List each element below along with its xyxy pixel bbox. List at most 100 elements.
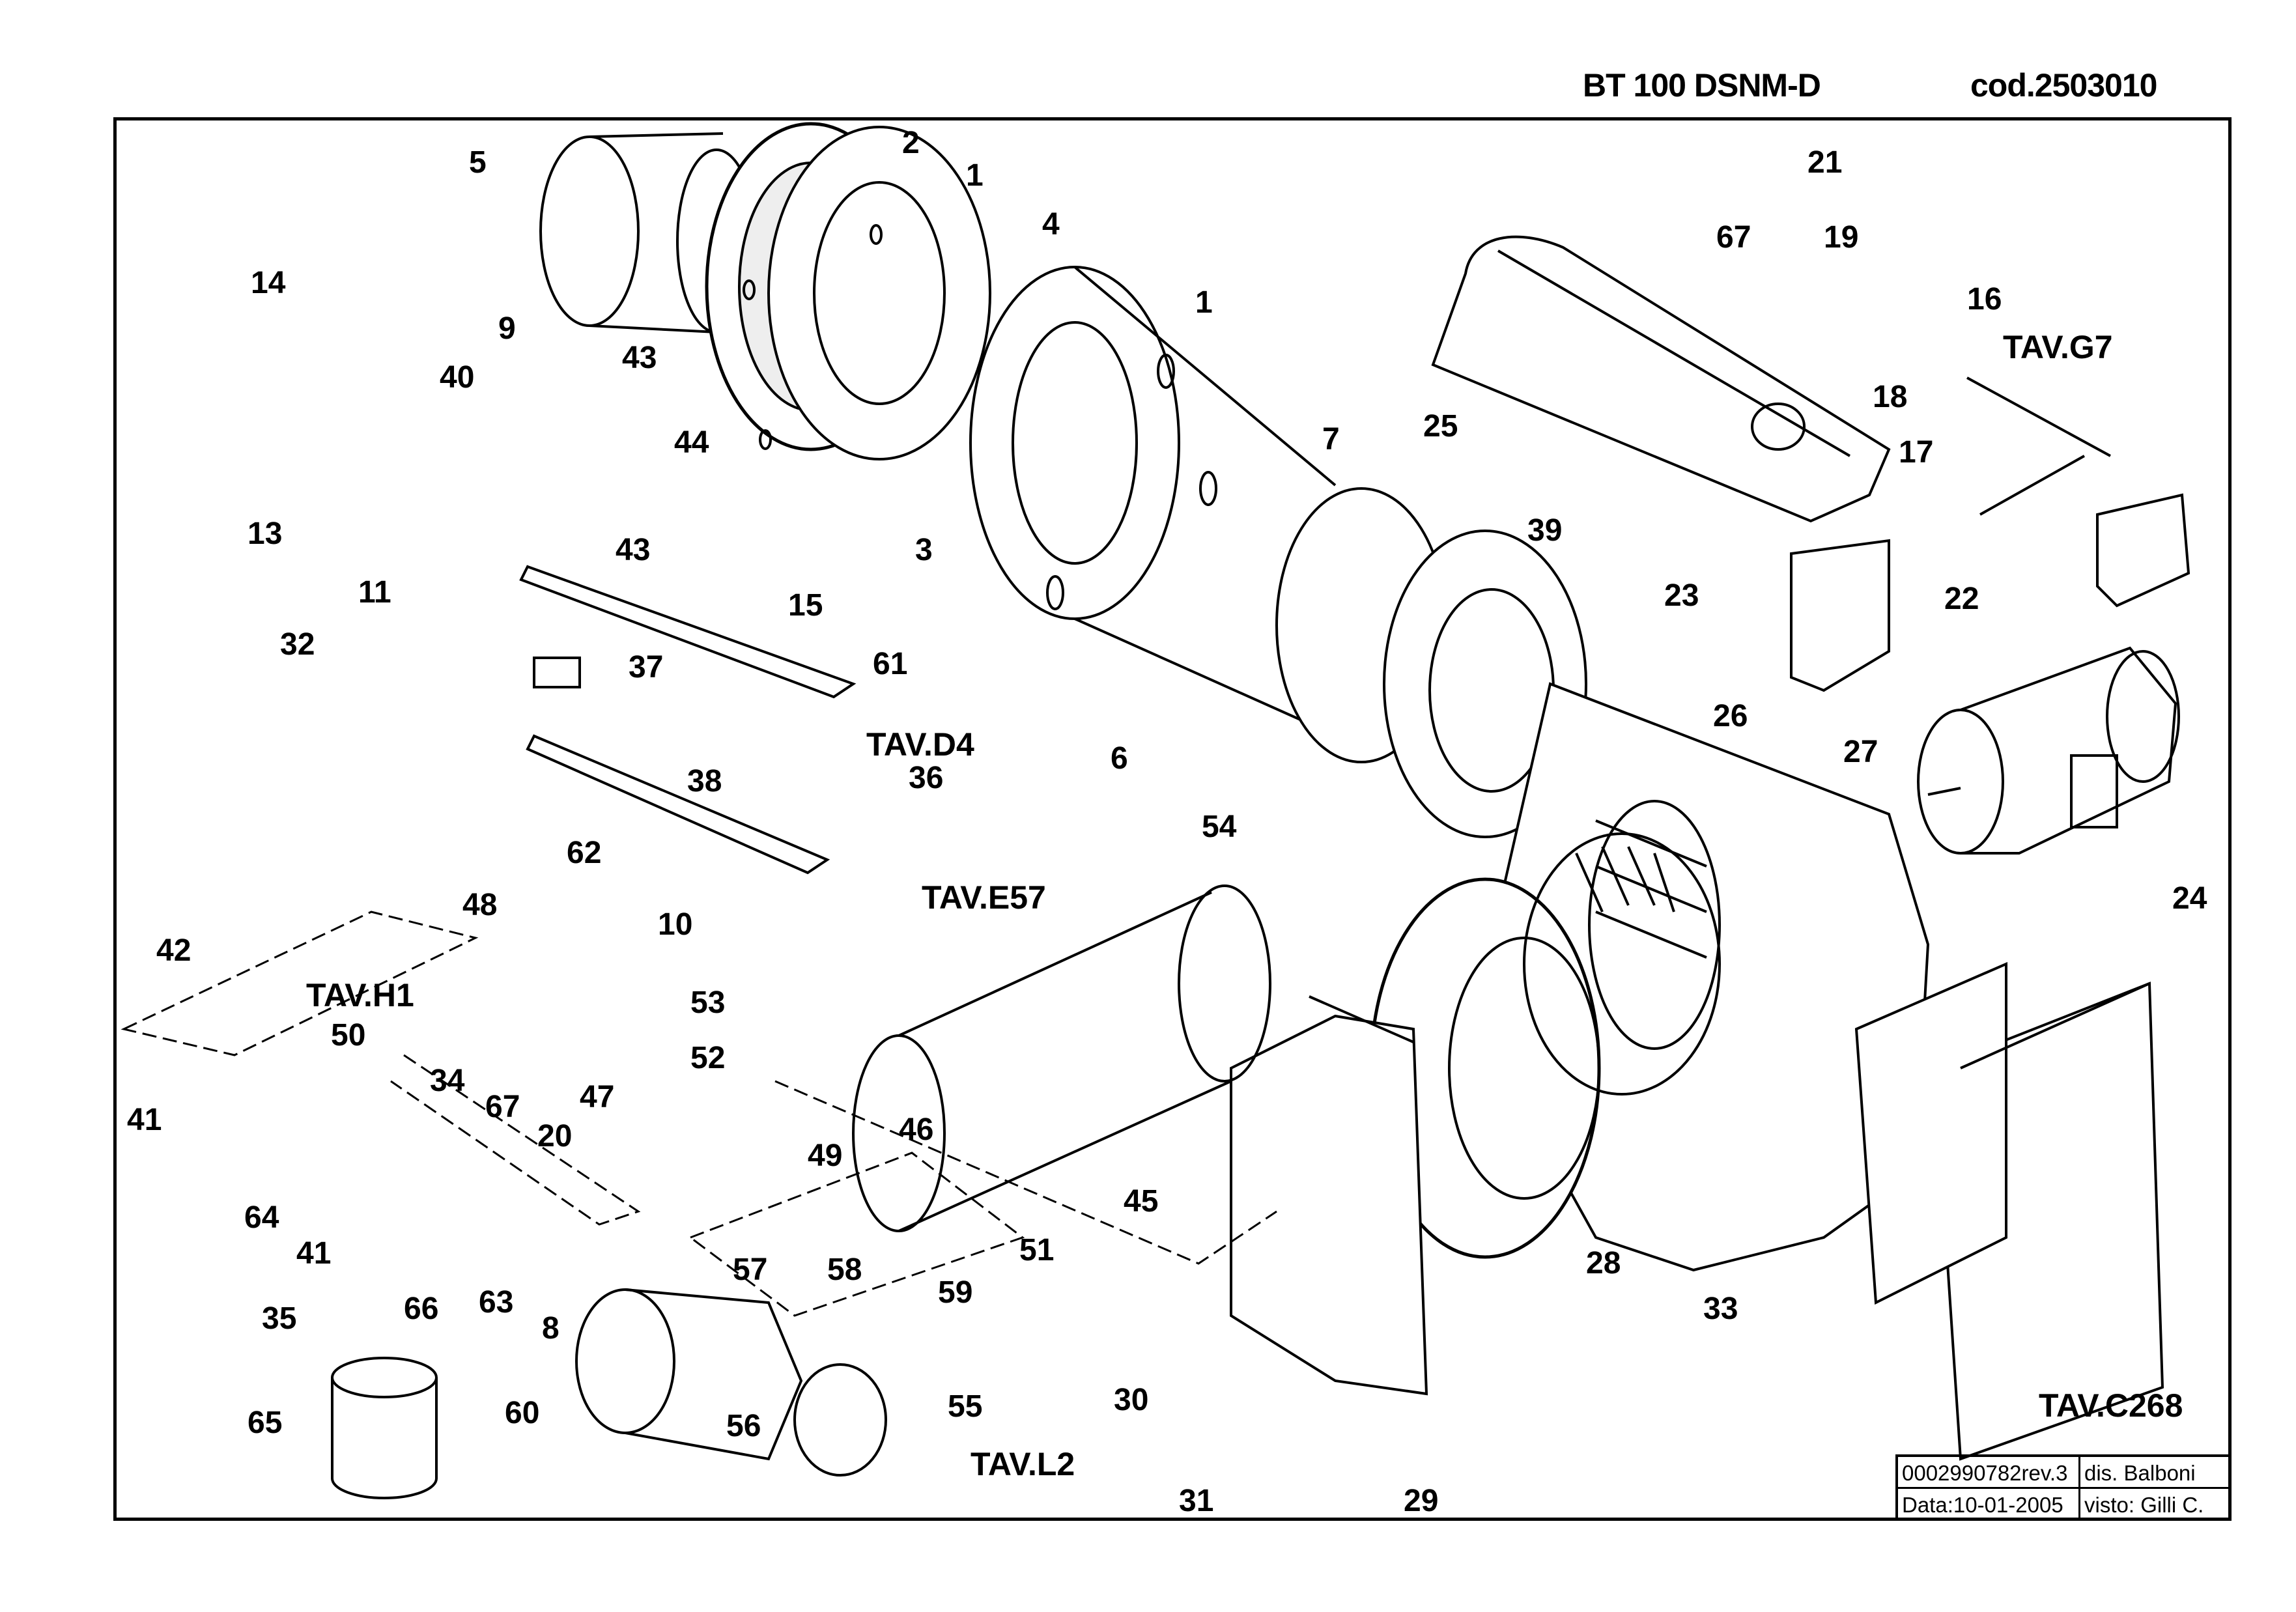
air-inlet-housing	[1230, 995, 1428, 1396]
blast-tube-nozzle	[539, 122, 991, 460]
callout-36: 36	[909, 761, 943, 795]
callout-32: 32	[280, 627, 315, 662]
callout-15: 15	[788, 588, 823, 623]
callout-51: 51	[1019, 1233, 1054, 1267]
burner-housing	[1369, 682, 1930, 1272]
callout-18: 18	[1873, 380, 1907, 414]
callout-20: 20	[537, 1119, 572, 1153]
callout-65: 65	[248, 1406, 282, 1440]
callout-28: 28	[1586, 1246, 1621, 1280]
callout-19: 19	[1824, 220, 1858, 255]
table-ref-h1: TAV.H1	[306, 977, 414, 1013]
callout-41: 41	[296, 1236, 331, 1271]
title-block: 0002990782rev.3 dis. Balboni Data:10-01-…	[1895, 1454, 2232, 1521]
fan-wheel	[1523, 832, 1721, 1096]
callout-63: 63	[479, 1285, 513, 1320]
callout-52: 52	[690, 1041, 725, 1075]
drawing-date: Data:10-01-2005	[1898, 1489, 2080, 1521]
table-ref-c268: TAV.C268	[2039, 1387, 2183, 1424]
table-ref-l2: TAV.L2	[971, 1446, 1075, 1482]
callout-1: 1	[966, 158, 984, 193]
callout-9: 9	[498, 311, 516, 346]
dashed-groupings	[120, 911, 1277, 1317]
callout-5: 5	[469, 145, 487, 180]
callout-33: 33	[1703, 1292, 1738, 1326]
drawing-frame	[113, 117, 2232, 1521]
callout-31: 31	[1179, 1484, 1213, 1518]
callout-49: 49	[808, 1138, 842, 1173]
callout-67: 67	[1716, 220, 1751, 255]
callout-64: 64	[244, 1200, 279, 1235]
electrode-assembly	[519, 565, 857, 875]
callout-1: 1	[1195, 285, 1213, 320]
callout-67: 67	[485, 1090, 520, 1124]
motor	[1917, 646, 2180, 855]
combustion-head-tube	[969, 266, 1337, 731]
air-damper-solenoid	[1966, 376, 2190, 608]
callout-7: 7	[1322, 422, 1340, 457]
callout-2: 2	[902, 126, 920, 160]
callout-57: 57	[733, 1252, 767, 1287]
callout-6: 6	[1111, 741, 1128, 776]
callout-35: 35	[262, 1301, 296, 1336]
table-ref-labels: TAV.G7 TAV.D4 TAV.E57 TAV.H1 TAV.L2 TAV.…	[306, 329, 2183, 1482]
callout-25: 25	[1423, 409, 1458, 444]
callout-48: 48	[462, 888, 497, 922]
callout-41: 41	[127, 1103, 162, 1137]
callout-14: 14	[251, 266, 286, 300]
pump-motor	[575, 1288, 887, 1477]
callout-34: 34	[430, 1064, 465, 1098]
callout-16: 16	[1967, 282, 2002, 317]
callout-66: 66	[404, 1292, 438, 1326]
callout-17: 17	[1899, 435, 1933, 470]
hinge-cover	[1431, 235, 1891, 523]
callout-38: 38	[687, 764, 722, 799]
oil-filter	[331, 1357, 438, 1499]
checked-by: visto: Gilli C.	[2084, 1493, 2204, 1517]
callout-62: 62	[567, 836, 601, 870]
callout-58: 58	[827, 1252, 862, 1287]
callout-43: 43	[622, 341, 657, 375]
servomotor	[1790, 539, 1890, 692]
callout-labels: 1 1 2 3 4 5 6 7 8 9 10 11 13 14 15 16 17…	[127, 126, 2207, 1518]
callout-3: 3	[915, 533, 933, 567]
callout-8: 8	[542, 1311, 560, 1346]
callout-23: 23	[1664, 578, 1699, 613]
callout-47: 47	[580, 1080, 614, 1114]
callout-29: 29	[1404, 1484, 1438, 1518]
callout-10: 10	[658, 907, 692, 942]
callout-53: 53	[690, 985, 725, 1020]
control-panel-box	[1854, 961, 2164, 1461]
table-ref-d4: TAV.D4	[866, 726, 974, 763]
preheater-tank	[852, 884, 1271, 1232]
callout-50: 50	[331, 1018, 365, 1053]
callout-13: 13	[248, 516, 282, 551]
callout-37: 37	[629, 650, 663, 685]
callout-42: 42	[156, 933, 191, 968]
callout-44: 44	[674, 425, 709, 460]
callout-60: 60	[505, 1396, 539, 1430]
callout-4: 4	[1042, 207, 1060, 242]
callout-59: 59	[938, 1275, 972, 1310]
callout-39: 39	[1527, 513, 1562, 548]
callout-45: 45	[1124, 1184, 1158, 1219]
callout-40: 40	[440, 360, 474, 395]
callout-24: 24	[2172, 881, 2207, 916]
callout-21: 21	[1807, 145, 1842, 180]
callout-27: 27	[1843, 735, 1878, 769]
model-title: BT 100 DSNM-D	[1583, 67, 1821, 104]
table-ref-g7: TAV.G7	[2003, 329, 2113, 365]
table-ref-e57: TAV.E57	[922, 879, 1046, 916]
callout-30: 30	[1114, 1383, 1148, 1417]
drawn-by: dis. Balboni	[2080, 1457, 2232, 1489]
callout-55: 55	[948, 1389, 982, 1424]
drawing-code: cod.2503010	[1970, 67, 2157, 104]
callout-11: 11	[358, 575, 391, 610]
callout-43: 43	[616, 533, 650, 567]
callout-26: 26	[1713, 699, 1748, 733]
callout-61: 61	[873, 647, 907, 681]
callout-22: 22	[1944, 582, 1979, 616]
callout-54: 54	[1202, 810, 1237, 844]
callout-56: 56	[726, 1409, 761, 1443]
